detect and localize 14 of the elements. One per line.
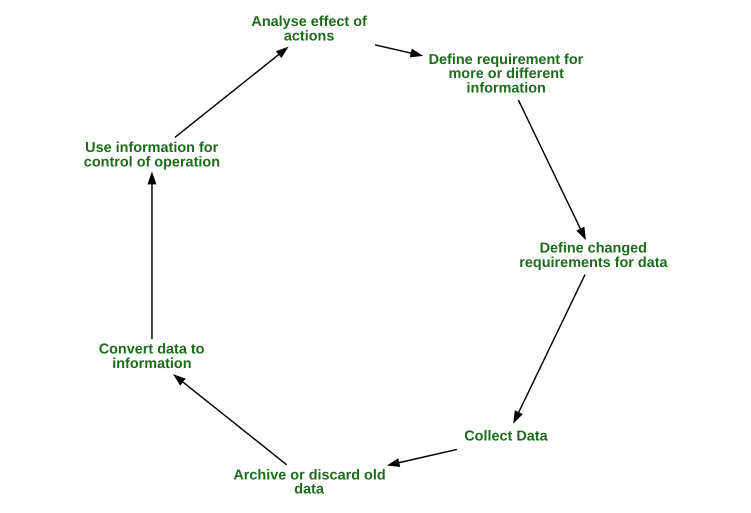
node-text: Define requirement for more or different information: [428, 52, 583, 97]
arrow: [146, 172, 156, 340]
node-text: Collect Data: [464, 428, 548, 445]
node-text: Use information for control of operation: [83, 140, 220, 170]
arrow: [172, 374, 287, 466]
arrow: [374, 44, 423, 58]
node-text: Convert data to information: [98, 342, 204, 372]
node-text: Analyse effect of actions: [250, 14, 366, 45]
node-text: Archive or discard old data: [232, 467, 386, 498]
arrow: [174, 46, 288, 138]
node-text: Define changed requirements for data: [518, 240, 668, 272]
arrow: [517, 100, 586, 240]
arrow: [386, 448, 457, 467]
arrow: [512, 274, 586, 424]
